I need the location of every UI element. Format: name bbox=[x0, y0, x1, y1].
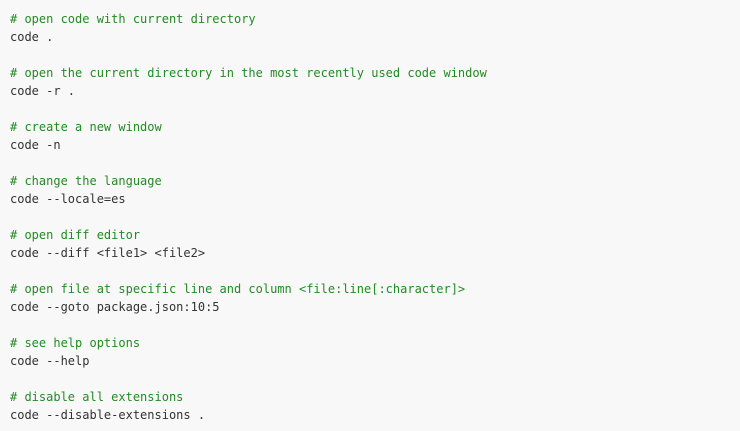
command-line: code -r . bbox=[10, 84, 76, 98]
code-entry-change-language: # change the language code --locale=es bbox=[10, 172, 730, 208]
comment-line: # change the language bbox=[10, 174, 162, 188]
code-entry-open-current-directory: # open code with current directory code … bbox=[10, 10, 730, 46]
command-line: code -n bbox=[10, 138, 61, 152]
comment-line: # open code with current directory bbox=[10, 12, 256, 26]
code-entry-reuse-window: # open the current directory in the most… bbox=[10, 64, 730, 100]
comment-line: # open file at specific line and column … bbox=[10, 282, 466, 296]
command-line: code --diff <file1> <file2> bbox=[10, 246, 206, 260]
code-entry-diff-editor: # open diff editor code --diff <file1> <… bbox=[10, 226, 730, 262]
command-line: code --goto package.json:10:5 bbox=[10, 300, 220, 314]
code-entry-goto-line: # open file at specific line and column … bbox=[10, 280, 730, 316]
comment-line: # disable all extensions bbox=[10, 390, 184, 404]
comment-line: # create a new window bbox=[10, 120, 162, 134]
command-line: code --help bbox=[10, 354, 90, 368]
comment-line: # open diff editor bbox=[10, 228, 141, 242]
comment-line: # open the current directory in the most… bbox=[10, 66, 487, 80]
code-entry-help: # see help options code --help bbox=[10, 334, 730, 370]
comment-line: # see help options bbox=[10, 336, 141, 350]
command-line: code . bbox=[10, 30, 54, 44]
code-entry-new-window: # create a new window code -n bbox=[10, 118, 730, 154]
command-line: code --locale=es bbox=[10, 192, 126, 206]
command-line: code --disable-extensions . bbox=[10, 408, 206, 422]
code-entry-disable-extensions: # disable all extensions code --disable-… bbox=[10, 388, 730, 424]
